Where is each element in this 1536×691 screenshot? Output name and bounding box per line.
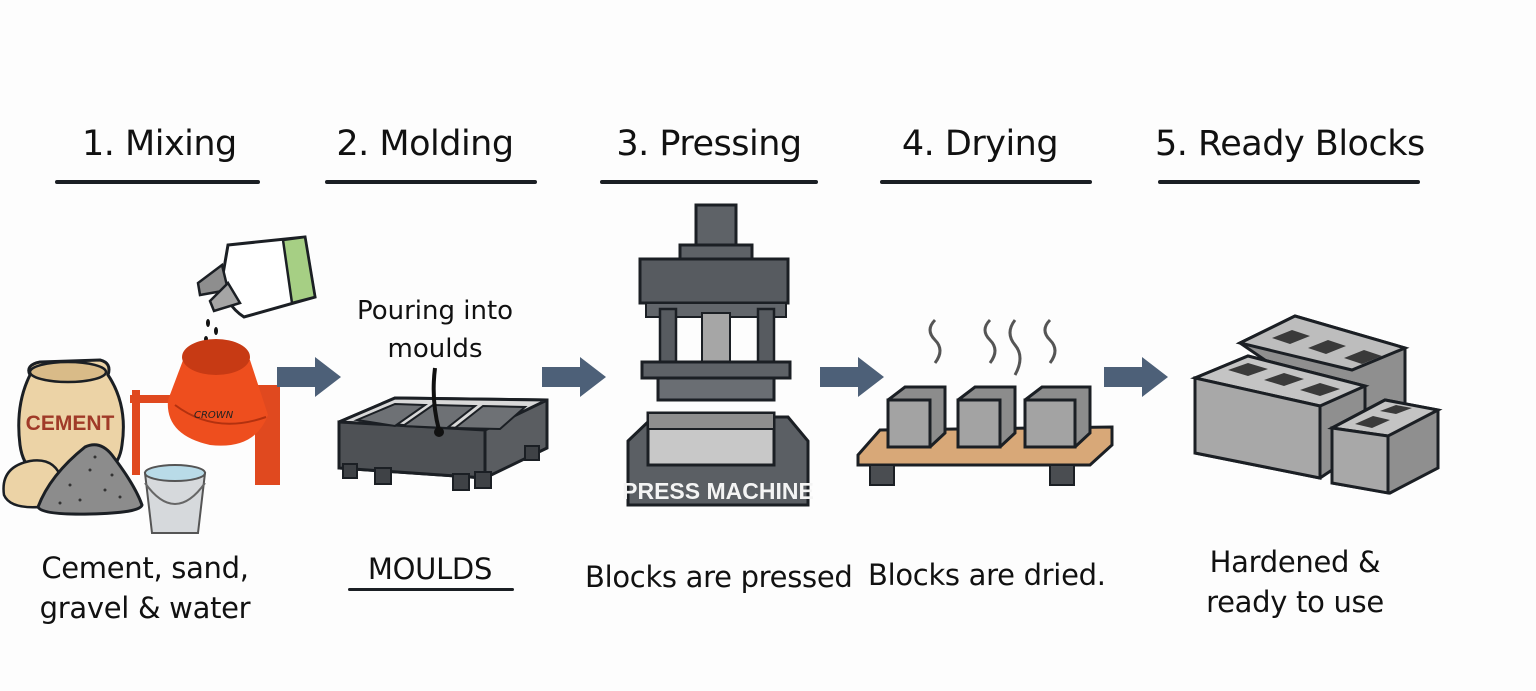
- gravel-pile-icon: [36, 443, 144, 516]
- step-4-title: 4. Drying: [901, 124, 1059, 164]
- step-2-title-underline: [325, 180, 537, 184]
- steam-icon: [928, 318, 1057, 376]
- mould-tray-icon: [337, 396, 549, 491]
- pointer-arrow-icon: [431, 367, 444, 437]
- step-5-caption-line-1: Hardened &: [1209, 545, 1381, 579]
- pouring-note: Pouring into moulds: [345, 292, 525, 368]
- step-4-title-underline: [880, 180, 1092, 184]
- svg-text:PRESS MACHINE: PRESS MACHINE: [622, 478, 814, 504]
- step-2-caption-underline: [348, 588, 514, 591]
- step-2-caption-line-1: MOULDS: [367, 552, 493, 586]
- step-1-caption: Cement, sand, gravel & water: [20, 548, 270, 628]
- step-2-title: 2. Molding: [336, 124, 514, 164]
- step-1-illustration: CROWN CEMENT: [0, 235, 317, 535]
- step-1-caption-line-1: Cement, sand,: [41, 551, 249, 585]
- pouring-note-line-1: Pouring into: [356, 296, 514, 326]
- step-3-title: 3. Pressing: [616, 124, 802, 164]
- step-3-caption-line-1: Blocks are pressed: [585, 560, 853, 594]
- step-1-caption-line-2: gravel & water: [39, 591, 251, 625]
- step-3-illustration: PRESS MACHINE: [608, 203, 838, 530]
- step-4-caption: Blocks are dried.: [868, 555, 1106, 595]
- svg-text:CROWN: CROWN: [194, 410, 234, 421]
- hollow-block-stack-icon: [1190, 314, 1443, 495]
- step-3-caption: Blocks are pressed: [585, 557, 853, 597]
- water-bucket-icon: [143, 464, 207, 534]
- press-machine-icon: PRESS MACHINE: [622, 203, 814, 507]
- step-5-illustration: [1190, 308, 1460, 495]
- arrow-1-to-2: [277, 357, 341, 397]
- pouring-note-line-2: moulds: [387, 334, 483, 364]
- step-3-title-underline: [600, 180, 818, 184]
- step-5-caption: Hardened & ready to use: [1180, 542, 1410, 622]
- step-4-illustration: [850, 315, 1120, 495]
- step-5-caption-line-2: ready to use: [1206, 585, 1384, 619]
- concrete-mixer-icon: CROWN: [130, 339, 280, 485]
- pouring-bag-icon: [196, 235, 317, 354]
- step-2-caption: MOULDS: [345, 549, 515, 589]
- step-4-caption-line-1: Blocks are dried.: [868, 558, 1106, 592]
- step-5-title-underline: [1158, 180, 1420, 184]
- concrete-block-icon: [886, 385, 1092, 449]
- step-2-illustration: [335, 360, 555, 520]
- arrow-4-to-5: [1104, 357, 1168, 397]
- step-1-title: 1. Mixing: [82, 124, 237, 164]
- step-5-title: 5. Ready Blocks: [1155, 124, 1425, 164]
- arrow-2-to-3: [542, 357, 606, 397]
- svg-text:CEMENT: CEMENT: [26, 412, 115, 435]
- arrow-3-to-4: [820, 357, 884, 397]
- step-1-title-underline: [55, 180, 260, 184]
